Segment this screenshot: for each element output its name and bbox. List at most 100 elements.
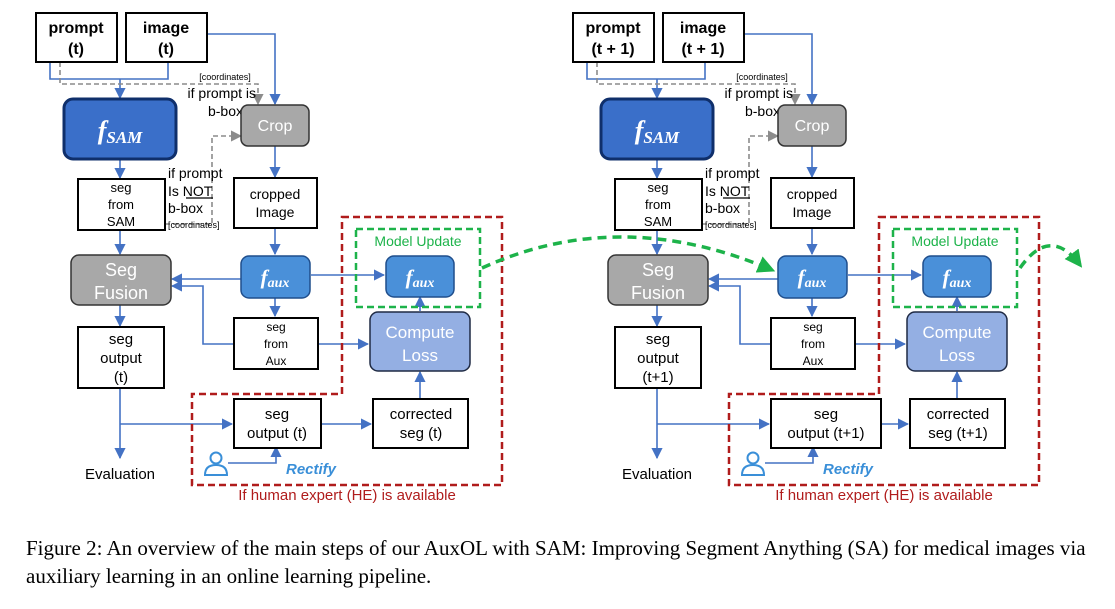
seg-fusion-box	[607, 254, 709, 306]
he-region	[190, 215, 504, 487]
seg-from-sam-2: from	[645, 197, 671, 212]
seg-output-he-1: seg	[814, 406, 838, 423]
image-label: image	[143, 20, 189, 37]
seg-from-aux-3: Aux	[803, 354, 824, 368]
caption-label: Figure 2:	[26, 536, 103, 560]
cropped-image-2: Image	[793, 204, 832, 220]
compute-loss-2: Loss	[402, 346, 438, 365]
compute-loss-box	[906, 311, 1008, 372]
faux-box	[777, 255, 848, 299]
he-available-label: If human expert (HE) is available	[775, 487, 993, 504]
faux-update-box	[385, 255, 455, 298]
seg-fusion-1: Seg	[105, 260, 137, 280]
cropped-image-1: cropped	[250, 186, 301, 202]
seg-fusion-box	[70, 254, 172, 306]
person-icon	[203, 451, 229, 476]
seg-from-aux-3: Aux	[266, 354, 287, 368]
seg-output-1: seg	[646, 331, 670, 348]
faux-label: faux	[798, 265, 827, 291]
if-not-bbox-line1: if prompt	[168, 165, 223, 181]
faux-update-box	[922, 255, 992, 298]
caption-text: An overview of the main steps of our Aux…	[26, 536, 1086, 588]
prompt-label: prompt	[48, 20, 104, 37]
coordinates-bottom-label: [coordinates]	[168, 220, 220, 230]
crop-label: Crop	[795, 118, 830, 135]
image-box	[662, 12, 745, 63]
fsam-label: fSAM	[635, 116, 680, 147]
cropped-image-box	[770, 177, 855, 229]
seg-from-sam-1: seg	[111, 180, 132, 195]
fsam-label: fSAM	[98, 116, 143, 147]
compute-loss-1: Compute	[923, 323, 992, 342]
seg-from-aux-box	[233, 317, 319, 370]
coordinates-top-label: [coordinates]	[736, 72, 788, 82]
image-time: (t)	[158, 41, 174, 58]
seg-from-sam-box	[77, 178, 166, 231]
seg-output-he-2: output (t)	[247, 425, 307, 442]
seg-output-2: output	[100, 350, 143, 367]
faux-update-label: faux	[406, 265, 435, 291]
evaluation-label: Evaluation	[85, 466, 155, 483]
seg-output-box	[77, 326, 165, 389]
if-not-bbox-line3: b-box	[168, 200, 203, 216]
corrected-seg-box	[909, 398, 1006, 449]
faux-box	[240, 255, 311, 299]
coordinates-top-label: [coordinates]	[199, 72, 251, 82]
seg-output-3: (t+1)	[642, 369, 673, 386]
seg-output-he-box	[233, 398, 322, 449]
prompt-time: (t)	[68, 41, 84, 58]
prompt-time: (t + 1)	[591, 41, 634, 58]
if-not-bbox-line2: Is NOT	[168, 183, 213, 199]
compute-loss-1: Compute	[386, 323, 455, 342]
seg-output-he-1: seg	[265, 406, 289, 423]
faux-label: faux	[261, 265, 290, 291]
seg-output-2: output	[637, 350, 680, 367]
cropped-image-2: Image	[256, 204, 295, 220]
fsam-box	[62, 97, 178, 161]
he-available-label: If human expert (HE) is available	[238, 487, 456, 504]
compute-loss-2: Loss	[939, 346, 975, 365]
cropped-image-1: cropped	[787, 186, 838, 202]
image-time: (t + 1)	[681, 41, 724, 58]
seg-fusion-2: Fusion	[94, 283, 148, 303]
seg-output-he-2: output (t+1)	[787, 425, 864, 442]
fsam-box	[599, 97, 715, 161]
if-bbox-line2: b-box	[745, 103, 780, 119]
seg-output-3: (t)	[114, 369, 128, 386]
coordinates-bottom-label: [coordinates]	[705, 220, 757, 230]
seg-from-aux-2: from	[801, 337, 825, 351]
if-bbox-line1: if prompt is	[188, 85, 256, 101]
person-icon	[740, 451, 766, 476]
transfer-arrow	[481, 235, 776, 273]
evaluation-label: Evaluation	[622, 466, 692, 483]
corrected-seg-1: corrected	[390, 406, 453, 423]
seg-from-aux-2: from	[264, 337, 288, 351]
image-box	[125, 12, 208, 63]
seg-from-aux-1: seg	[266, 320, 285, 334]
seg-fusion-2: Fusion	[631, 283, 685, 303]
seg-fusion-1: Seg	[642, 260, 674, 280]
seg-from-aux-1: seg	[803, 320, 822, 334]
panel-t-plus-1: Model Update prompt (t + 1) image (t + 1…	[572, 12, 1041, 504]
seg-from-sam-3: SAM	[107, 214, 135, 229]
prompt-label: prompt	[585, 20, 641, 37]
seg-from-aux-box	[770, 317, 856, 370]
cropped-image-box	[233, 177, 318, 229]
faux-update-label: faux	[943, 265, 972, 291]
seg-output-1: seg	[109, 331, 133, 348]
transfer-arrow-next	[1018, 244, 1083, 270]
auxol-diagram: Model Update prompt (t) image (t) [coord…	[35, 12, 1083, 504]
rectify-label: Rectify	[823, 461, 874, 478]
he-region	[727, 215, 1041, 487]
seg-output-he-box	[770, 398, 882, 449]
compute-loss-box	[369, 311, 471, 372]
seg-output-box	[614, 326, 702, 389]
rectify-label: Rectify	[286, 461, 337, 478]
if-not-bbox-line1: if prompt	[705, 165, 760, 181]
seg-from-sam-box	[614, 178, 703, 231]
if-not-bbox-line3: b-box	[705, 200, 740, 216]
prompt-box	[572, 12, 655, 63]
corrected-seg-2: seg (t)	[400, 425, 443, 442]
seg-from-sam-3: SAM	[644, 214, 672, 229]
if-bbox-line2: b-box	[208, 103, 243, 119]
